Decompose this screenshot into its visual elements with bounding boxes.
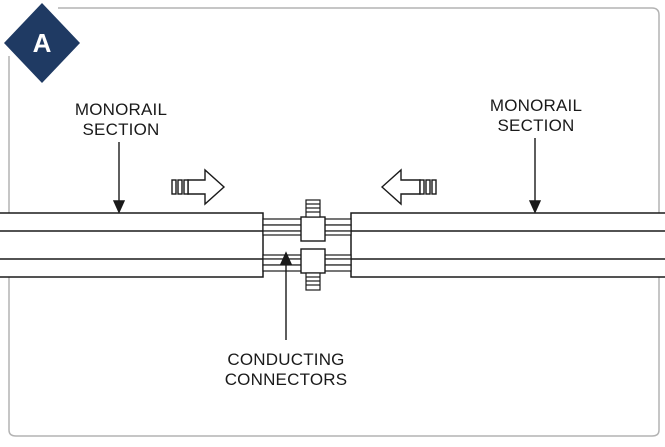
arrow-right-icon	[171, 168, 226, 206]
connector-blocks	[300, 216, 326, 274]
right-monorail-section	[350, 212, 665, 278]
right-section-label-line1: MONORAIL	[489, 96, 583, 115]
left-section-label-line2: SECTION	[82, 120, 160, 139]
panel-frame	[8, 7, 660, 437]
connector-springs	[305, 199, 321, 291]
left-section-label-line1: MONORAIL	[74, 100, 168, 119]
right-section-label-line2: SECTION	[497, 116, 575, 135]
connectors-label-line2: CONNECTORS	[224, 370, 348, 389]
connectors-label: CONDUCTING CONNECTORS	[206, 350, 366, 390]
left-monorail-section	[0, 212, 264, 278]
badge-label: A	[32, 28, 52, 58]
arrow-left-icon	[380, 168, 437, 206]
badge-diamond	[4, 3, 80, 83]
leader-lines	[112, 138, 542, 340]
right-section-label: MONORAIL SECTION	[471, 96, 601, 136]
connectors-label-line1: CONDUCTING	[227, 350, 345, 369]
left-section-label: MONORAIL SECTION	[56, 100, 186, 140]
